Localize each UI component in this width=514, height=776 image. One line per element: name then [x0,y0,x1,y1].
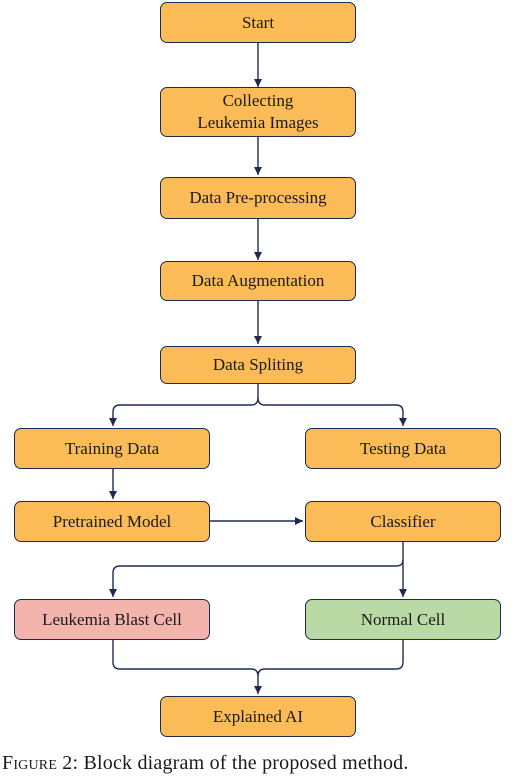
leukemia-blast-cell-node: Leukemia Blast Cell [14,599,210,640]
arrow-classifier-to-blast [109,542,404,597]
collecting-images-node: Collecting Leukemia Images [160,87,356,137]
pretrained-model-node: Pretrained Model [14,501,210,542]
flow-connectors [109,43,407,694]
normal-cell-node: Normal Cell [305,599,501,640]
augmentation-node: Data Augmentation [160,261,356,301]
arrow-blast-to-explained [112,640,262,694]
splitting-node: Data Spliting [160,346,356,384]
training-data-node: Training Data [14,428,210,469]
classifier-node: Classifier [305,501,501,542]
arrow-normal-to-explained [257,640,404,677]
figure-caption: Figure 2: Block diagram of the proposed … [2,752,514,775]
explained-ai-node: Explained AI [160,696,356,737]
start-node: Start [160,2,356,43]
testing-data-node: Testing Data [305,428,501,469]
arrow-splitting-to-testing [257,397,407,426]
preprocessing-node: Data Pre-processing [160,177,356,219]
arrow-splitting-to-training [109,384,259,426]
figure-caption-text: Block diagram of the proposed method. [83,752,409,774]
figure-label: Figure 2: [2,752,79,774]
